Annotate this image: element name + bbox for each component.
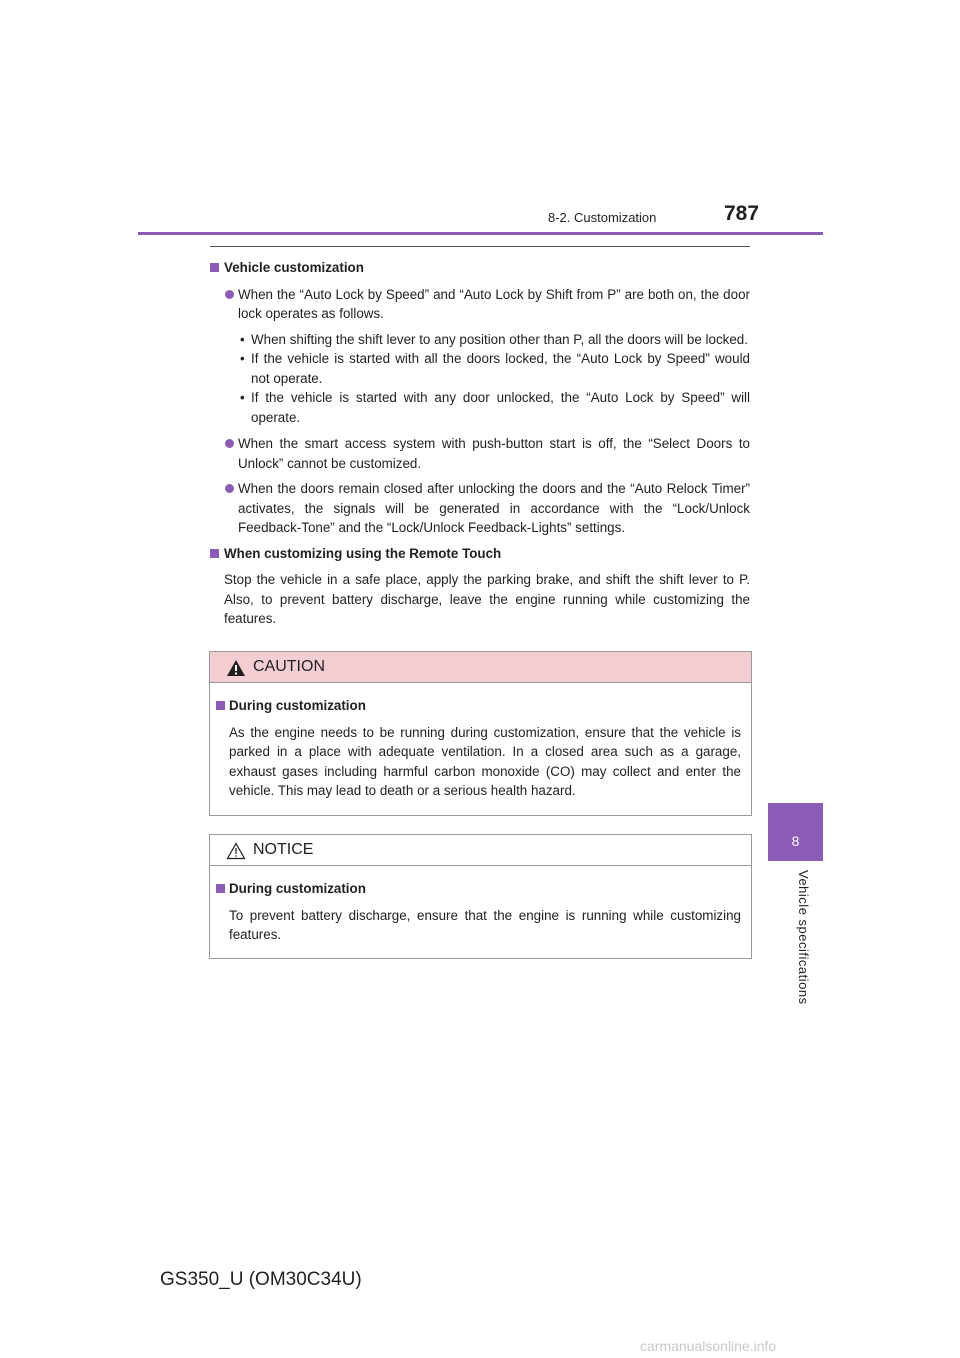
caution-title: CAUTION — [253, 658, 325, 675]
content-divider — [210, 246, 750, 247]
square-bullet-icon — [210, 548, 219, 558]
section-paragraph: Stop the vehicle in a safe place, apply … — [224, 572, 750, 626]
sub-list-item: • If the vehicle is started with all the… — [210, 349, 750, 388]
notice-body: During customization To prevent battery … — [210, 866, 751, 945]
sub-list-item: • If the vehicle is started with any doo… — [210, 388, 750, 427]
model-code: GS350_U (OM30C34U) — [160, 1269, 362, 1290]
notice-text: To prevent battery discharge, ensure tha… — [229, 907, 741, 943]
main-content: Vehicle customization When the “Auto Loc… — [210, 258, 750, 635]
warning-triangle-outline-icon — [226, 842, 246, 860]
section-heading-vehicle-customization: Vehicle customization — [210, 258, 750, 278]
bullet-text: When the “Auto Lock by Speed” and “Auto … — [238, 286, 750, 322]
warning-triangle-icon — [227, 660, 245, 676]
square-bullet-icon — [216, 701, 225, 710]
bullet-item: When the smart access system with push-b… — [210, 434, 750, 473]
section-label: 8-2. Customization — [548, 210, 657, 225]
chapter-tab[interactable]: 8 — [768, 803, 823, 861]
page-header: 8-2. Customization 787 — [0, 0, 960, 247]
chapter-number: 8 — [791, 833, 800, 849]
dot-marker-icon: • — [240, 331, 245, 347]
section-heading-text: Vehicle customization — [224, 260, 364, 275]
caution-body: During customization As the engine needs… — [210, 683, 751, 801]
notice-heading: During customization — [216, 879, 741, 899]
notice-title: NOTICE — [253, 841, 314, 858]
sub-item-text: If the vehicle is started with all the d… — [251, 351, 750, 386]
notice-box: NOTICE During customization To prevent b… — [209, 834, 752, 959]
bullet-item: When the “Auto Lock by Speed” and “Auto … — [210, 285, 750, 324]
sub-item-text: If the vehicle is started with any door … — [251, 390, 750, 425]
notice-heading-text: During customization — [229, 881, 366, 896]
caution-text: As the engine needs to be running during… — [229, 724, 741, 799]
round-bullet-icon — [225, 484, 234, 493]
sub-item-text: When shifting the shift lever to any pos… — [251, 331, 748, 347]
round-bullet-icon — [225, 289, 234, 299]
round-bullet-icon — [225, 439, 234, 448]
chapter-title: Vehicle specifications — [796, 870, 811, 1005]
caution-heading: During customization — [216, 696, 741, 716]
header-divider — [138, 232, 823, 235]
sub-list-item: • When shifting the shift lever to any p… — [210, 330, 750, 350]
square-bullet-icon — [216, 884, 225, 893]
caution-box: CAUTION During customization As the engi… — [209, 651, 752, 816]
sub-list: • When shifting the shift lever to any p… — [210, 330, 750, 428]
bullet-text: When the smart access system with push-b… — [238, 436, 750, 471]
section-heading-text: When customizing using the Remote Touch — [224, 545, 502, 561]
page-number: 787 — [724, 202, 760, 225]
dot-marker-icon: • — [240, 390, 245, 405]
section-heading-remote-touch: When customizing using the Remote Touch — [210, 544, 750, 564]
dot-marker-icon: • — [240, 351, 245, 366]
watermark: carmanualsonline.info — [640, 1338, 777, 1354]
bullet-text: When the doors remain closed after unloc… — [238, 481, 750, 535]
bullet-item: When the doors remain closed after unloc… — [210, 479, 750, 538]
caution-header: CAUTION — [210, 652, 751, 683]
caution-heading-text: During customization — [229, 698, 366, 713]
square-bullet-icon — [210, 263, 219, 272]
notice-header: NOTICE — [210, 835, 751, 866]
